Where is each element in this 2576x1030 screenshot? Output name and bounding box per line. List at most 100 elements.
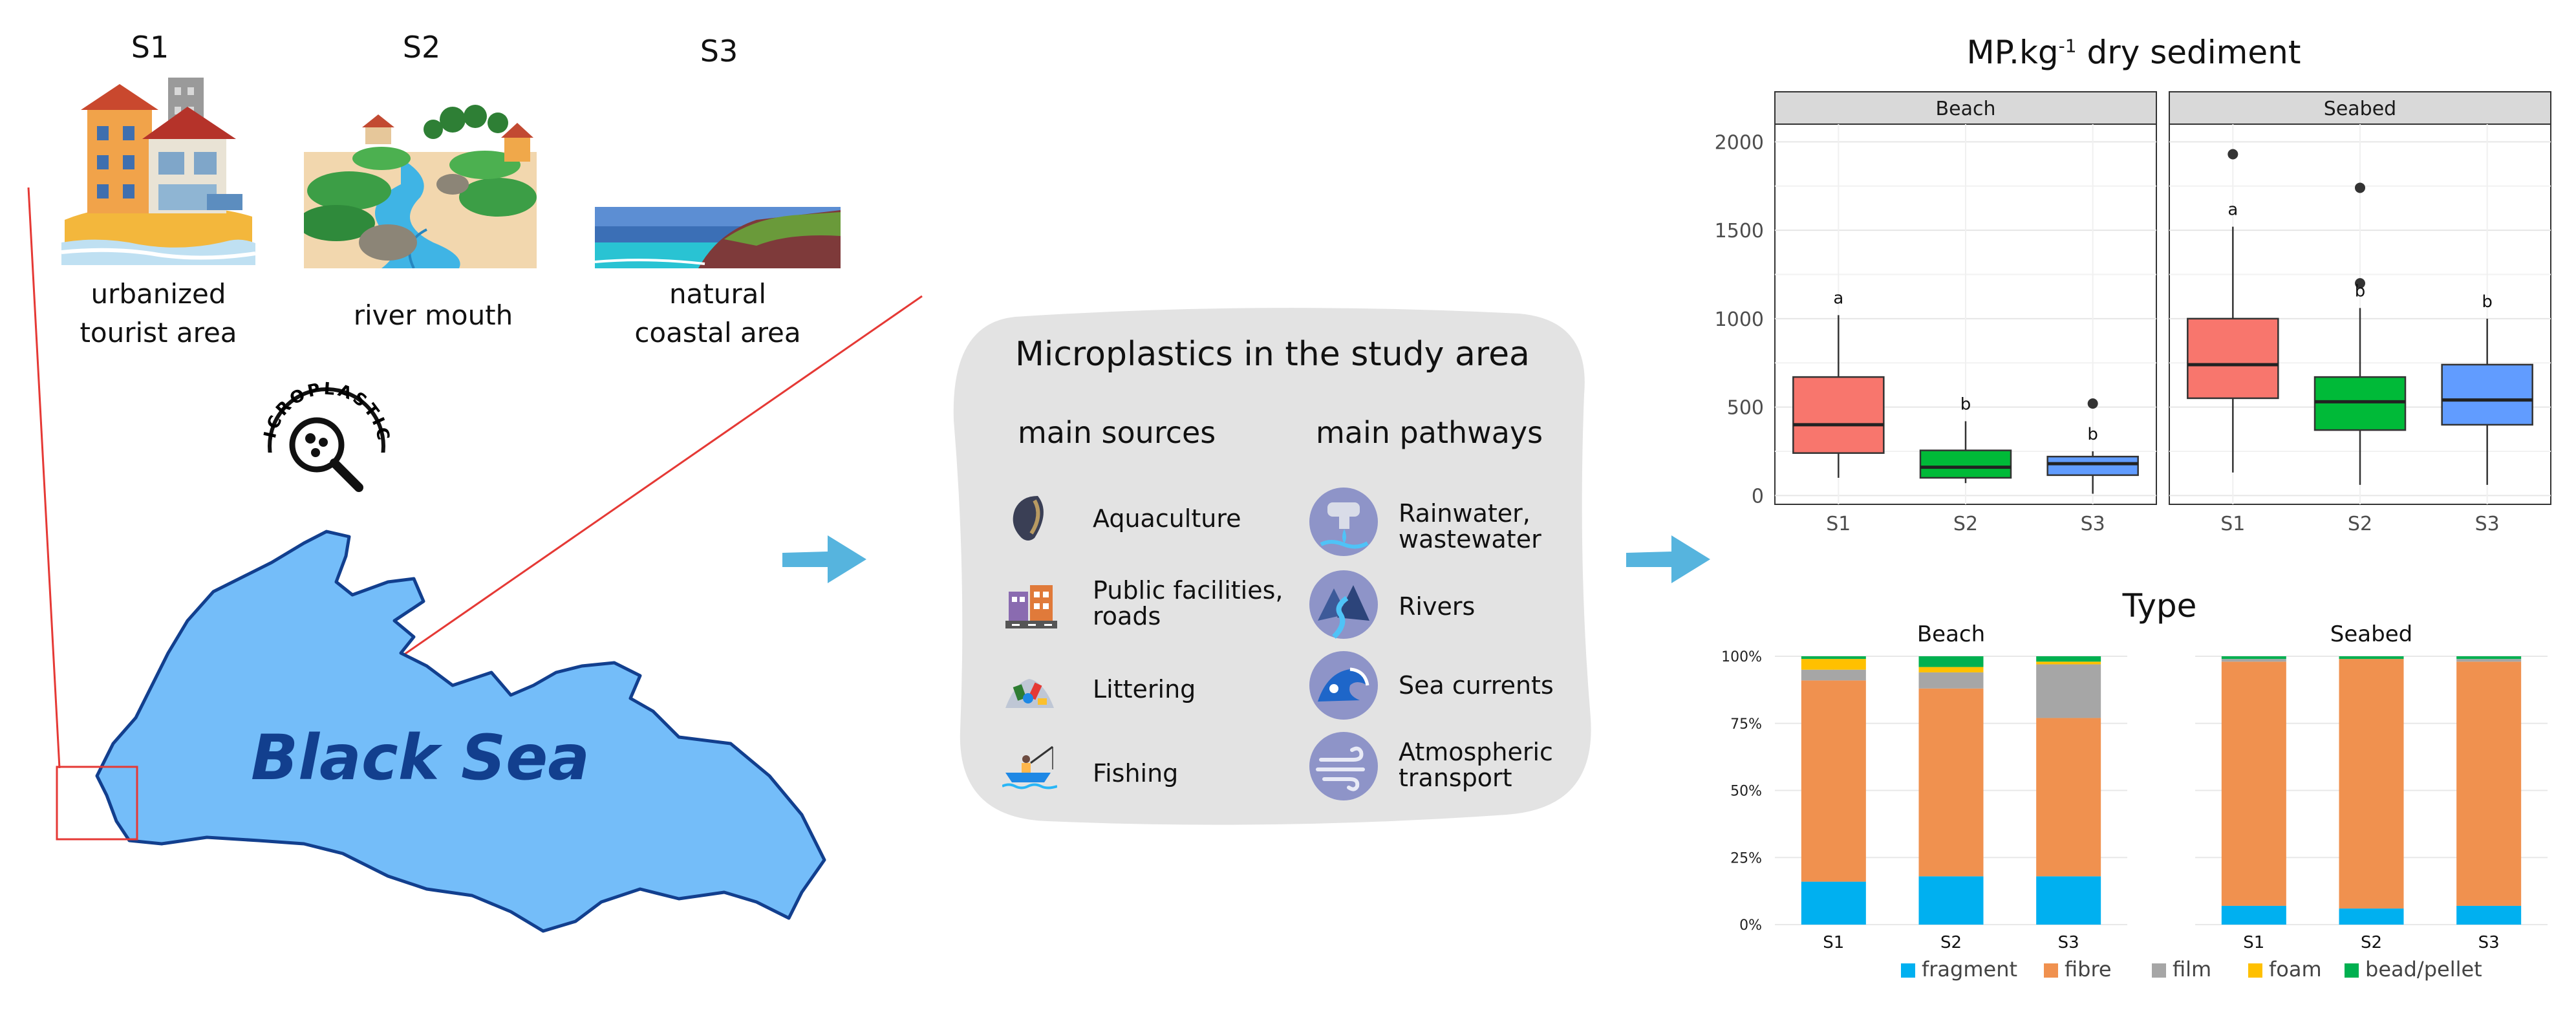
legend-label: fibre: [2065, 957, 2112, 982]
site-desc-s3-line1: natural: [669, 278, 767, 310]
buildings-road-icon: [1005, 585, 1057, 628]
bar-xtick-label: S2: [1940, 933, 1962, 952]
bar-segment-foam: [2036, 661, 2101, 665]
bar-segment-film: [1801, 669, 1866, 681]
pathway-rainwater-label: Rainwater,: [1399, 499, 1530, 528]
study-area-inset: [56, 766, 138, 841]
magnifier-icon: [289, 417, 363, 492]
natural-coast-illustration: [595, 207, 841, 268]
pathway-sea-currents-label: Sea currents: [1399, 671, 1554, 700]
boxplot-title-sup: -1: [2058, 35, 2077, 57]
source-public-facilities-label2: roads: [1093, 602, 1161, 630]
bar-segment-fibre: [2036, 718, 2101, 877]
litter-pile-icon: [1005, 679, 1054, 708]
bar-segment-fragment: [2456, 905, 2522, 925]
site-desc-s2-line1: river mouth: [353, 299, 513, 331]
boxplot-xtick-label: S2: [2348, 513, 2372, 535]
boxplot-ytick-label: 0: [1752, 485, 1764, 508]
bar-segment-fragment: [1801, 881, 1866, 925]
bar-ytick-label: 50%: [1730, 784, 1762, 800]
wastewater-pipe-icon: [1309, 488, 1378, 556]
boxplot-box: [2441, 363, 2533, 426]
boxplot-chart: 0500100015002000BeachaS1bS2bS3SeabedaS1b…: [1715, 91, 2551, 535]
boxplot-box: [2187, 317, 2279, 400]
pathway-rainwater: Rainwater, wastewater: [1399, 500, 1541, 552]
bar-segment-fibre: [2339, 659, 2404, 909]
arrow-to-charts: [1626, 535, 1710, 583]
zoom-line-left: [27, 187, 61, 769]
boxplot-letter-label: a: [2227, 200, 2238, 220]
site-desc-s1-line1: urbanized: [91, 278, 226, 310]
pathway-sea-currents: Sea currents: [1399, 672, 1554, 698]
site-desc-s2: river mouth: [327, 296, 540, 335]
badge-text: MICROPLASTICS: [0, 0, 393, 445]
source-littering: Littering: [1093, 676, 1196, 702]
black-sea-map: MICROPLASTICS Black Sea: [0, 0, 923, 933]
site-desc-s3-line2: coastal area: [634, 317, 801, 349]
source-aquaculture: Aquaculture: [1093, 506, 1241, 531]
legend-swatch: [2248, 963, 2262, 978]
bar-segment-fibre: [1801, 680, 1866, 882]
boxplot-xtick-label: S3: [2081, 513, 2105, 535]
bar-segment-bead-pellet: [1801, 656, 1866, 660]
bar-segment-bead-pellet: [1918, 656, 1984, 667]
bar-segment-fibre: [1918, 688, 1984, 877]
boxplot-outlier: [2355, 182, 2365, 193]
site-desc-s1-line2: tourist area: [80, 317, 237, 349]
boxplot-letter-label: b: [1960, 394, 1971, 414]
urban-beach-illustration: [61, 78, 255, 265]
site-label-s3: S3: [700, 34, 738, 69]
source-littering-label: Littering: [1093, 675, 1196, 703]
bar-ytick-label: 0%: [1739, 917, 1762, 934]
mussel-icon: [1013, 496, 1044, 541]
boxplot-letter-label: b: [2482, 292, 2493, 312]
boxplot-title-main: MP.kg: [1966, 34, 2059, 71]
boxplot-outlier: [2227, 149, 2238, 160]
sea-label: Black Sea: [251, 722, 590, 794]
bar-ytick-label: 25%: [1730, 850, 1762, 866]
bar-xtick-label: S3: [2058, 933, 2079, 952]
bar-segment-foam: [1801, 659, 1866, 670]
pathway-atmospheric-label: Atmospheric: [1399, 738, 1553, 766]
river-mouth-illustration: [304, 105, 537, 268]
site-label-s1: S1: [131, 30, 169, 65]
bar-xtick-label: S2: [2361, 933, 2382, 952]
bar-segment-foam: [1918, 667, 1984, 672]
boxplot-outlier: [2087, 398, 2098, 409]
bar-xtick-label: S1: [2243, 933, 2264, 952]
boxplot-ytick-label: 2000: [1715, 131, 1764, 154]
boxplot-ytick-label: 500: [1727, 397, 1764, 420]
bar-segment-fibre: [2456, 661, 2522, 906]
bar-facet-label: Seabed: [2330, 621, 2412, 647]
bar-xtick-label: S1: [1823, 933, 1844, 952]
bar-ytick-label: 75%: [1730, 716, 1762, 733]
sources-header: main sources: [1018, 415, 1216, 450]
boxplot-ytick-label: 1000: [1715, 308, 1764, 331]
wind-icon: [1309, 732, 1378, 800]
bar-segment-fragment: [2221, 905, 2286, 925]
bar-segment-film: [1918, 672, 1984, 689]
source-fishing: Fishing: [1093, 760, 1178, 786]
bar-segment-film: [2036, 664, 2101, 718]
legend-label: bead/pellet: [2365, 957, 2482, 982]
pathway-rainwater-label2: wastewater: [1399, 525, 1541, 553]
boxplot-xtick-label: S3: [2475, 513, 2500, 535]
bar-segment-fibre: [2221, 661, 2286, 906]
boxplot-xtick-label: S1: [2220, 513, 2245, 535]
bar-facet-label: Beach: [1917, 621, 1985, 647]
bar-segment-film: [2221, 659, 2286, 662]
source-public-facilities-label: Public facilities,: [1093, 576, 1283, 605]
study-box-title: Microplastics in the study area: [1015, 335, 1530, 374]
bar-segment-fragment: [2036, 876, 2101, 925]
legend-label: foam: [2269, 957, 2322, 982]
pathway-atmospheric: Atmospheric transport: [1399, 739, 1553, 791]
bar-segment-fragment: [1918, 876, 1984, 925]
legend-swatch: [2044, 963, 2058, 978]
boxplot-facet-label: Seabed: [2324, 98, 2396, 120]
boxplot-letter-label: b: [2087, 425, 2098, 444]
arrow-to-box: [782, 535, 866, 583]
type-chart-title: Type: [2122, 587, 2197, 625]
legend-label: fragment: [1922, 957, 2017, 982]
boxplot-letter-label: a: [1833, 288, 1843, 308]
